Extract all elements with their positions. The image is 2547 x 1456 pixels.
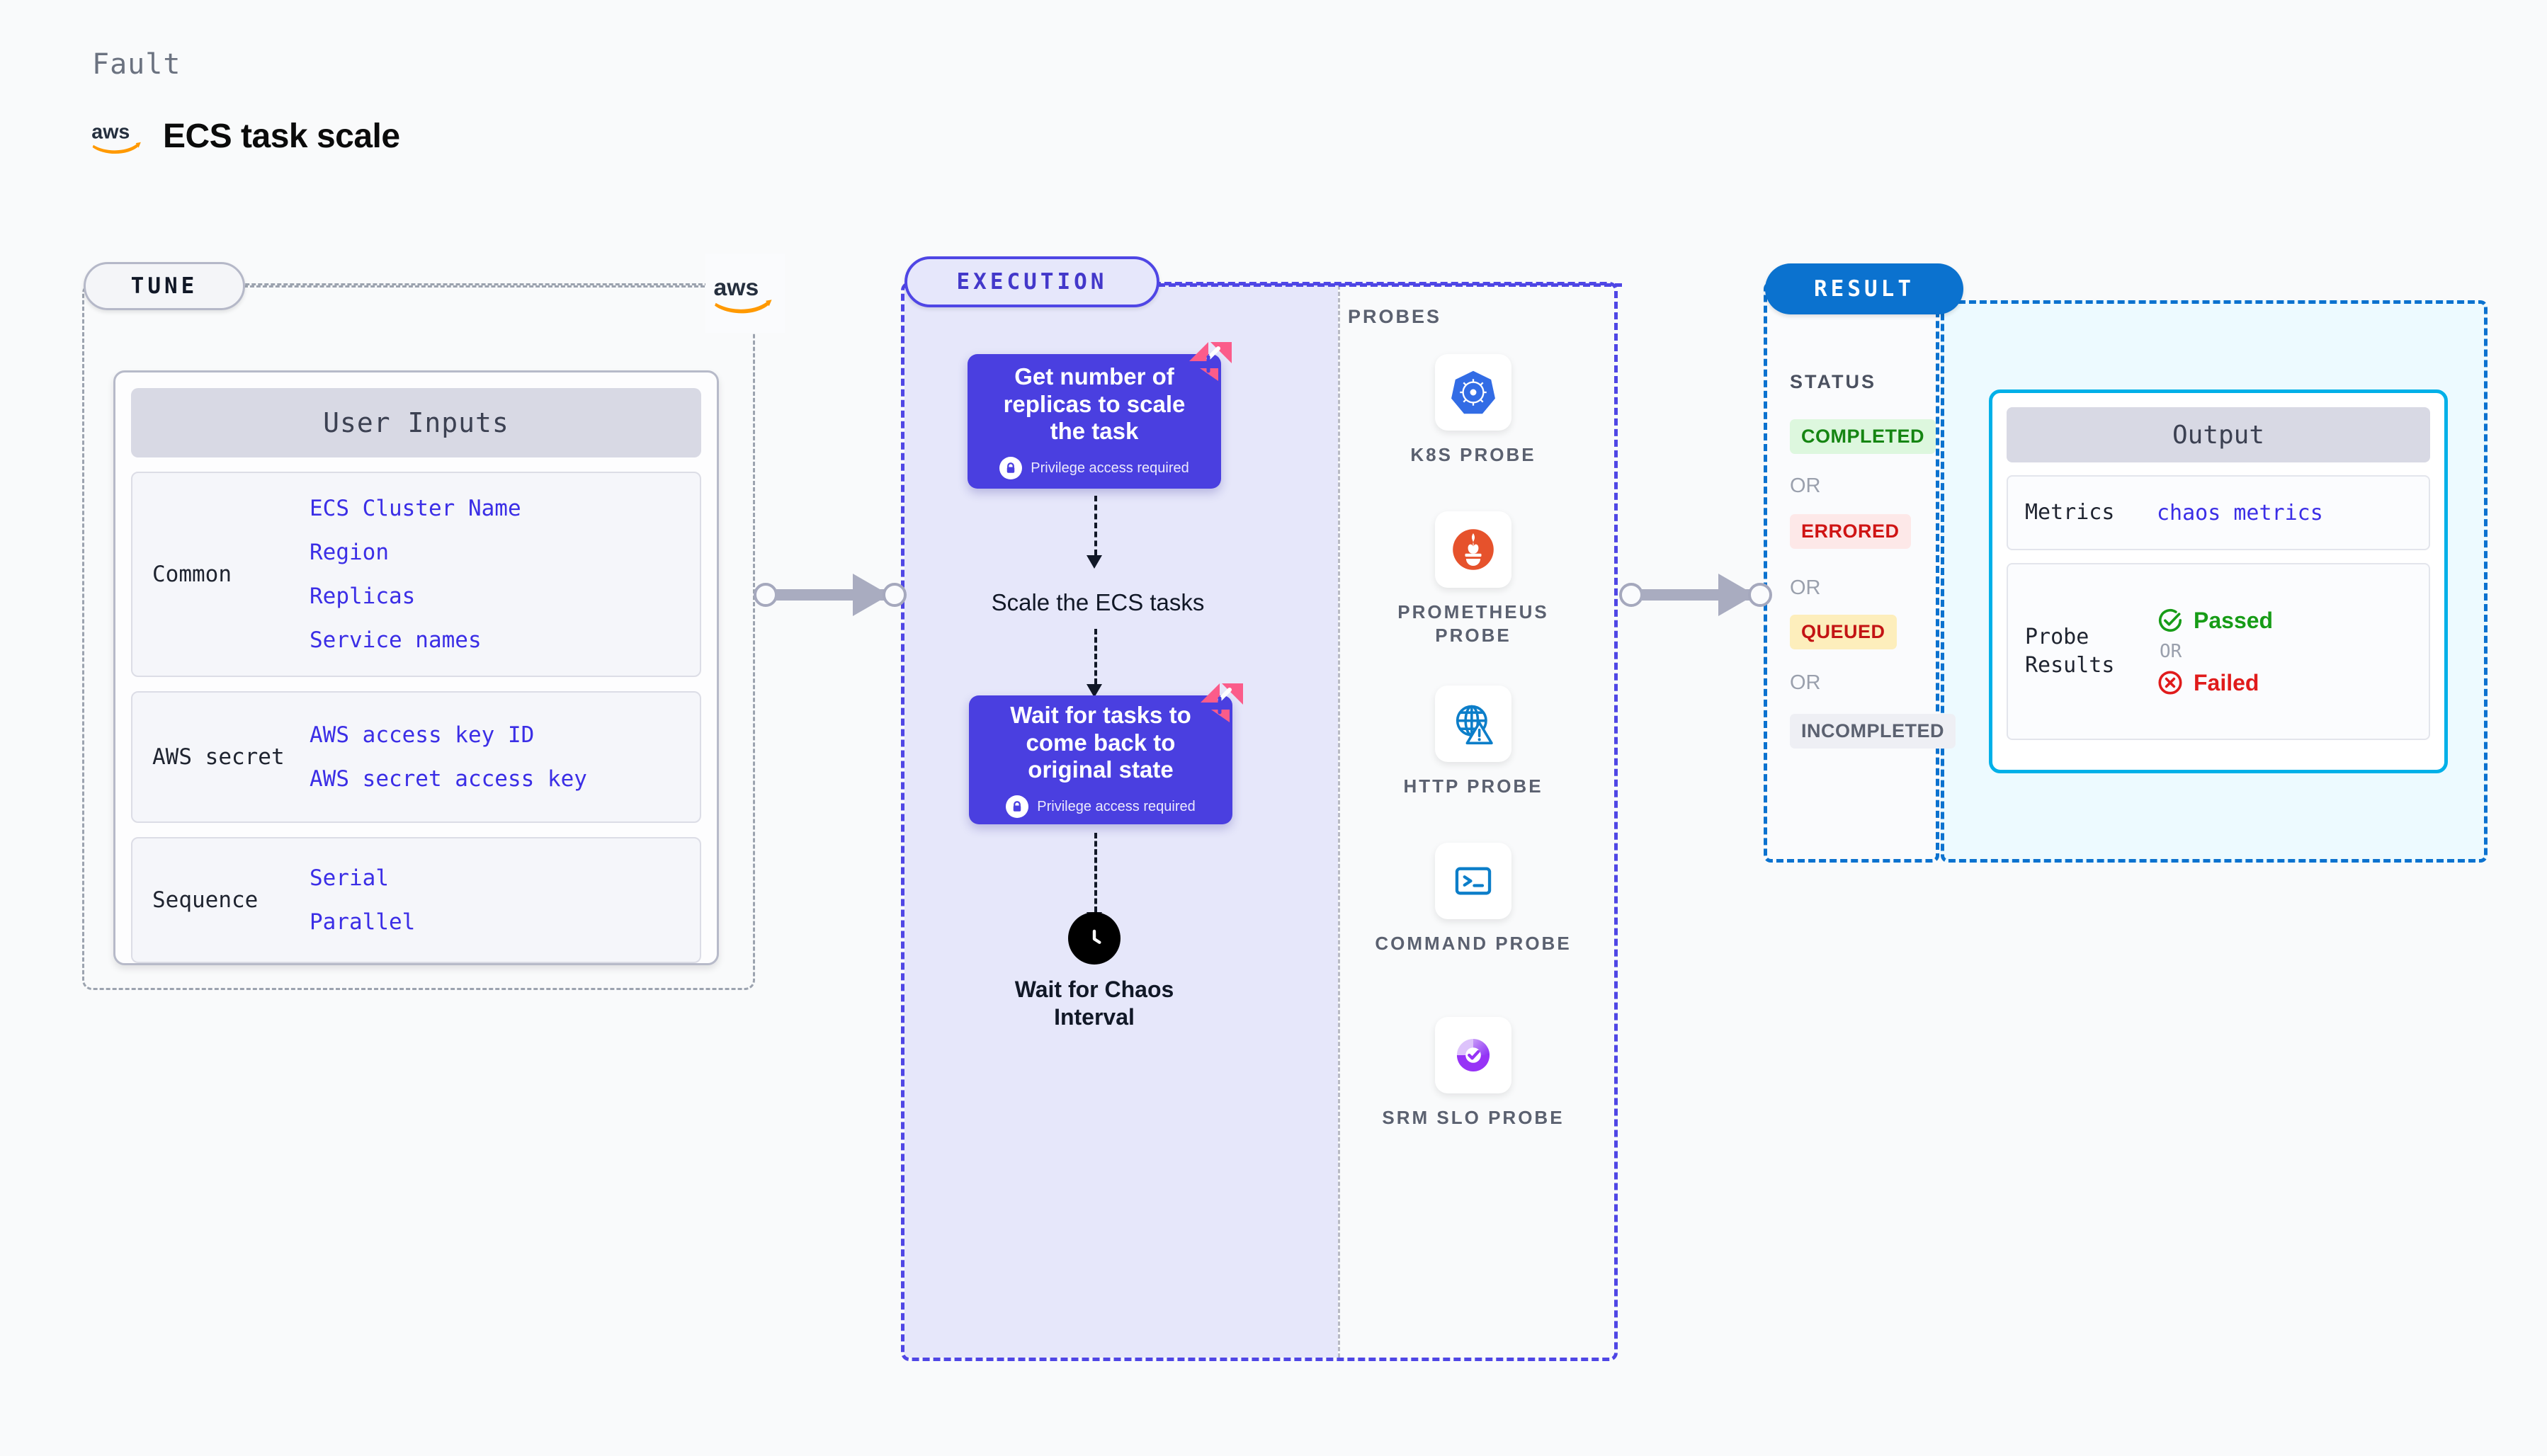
- output-title: Output: [2007, 407, 2430, 462]
- tune-group-label: Common: [152, 562, 232, 587]
- tune-value[interactable]: AWS access key ID: [310, 722, 535, 748]
- output-row-probe-results: Probe Results Passed OR Failed: [2007, 563, 2430, 740]
- status-badge-errored: ERRORED: [1790, 514, 1911, 549]
- connector-execution-to-result: [1619, 574, 1774, 616]
- probes-title: PROBES: [1348, 306, 1442, 327]
- output-row-label: Metrics: [2025, 499, 2115, 525]
- probe-result-failed-label: Failed: [2194, 669, 2259, 695]
- svg-text:aws: aws: [91, 120, 130, 143]
- execution-connector-line: [1158, 283, 1622, 287]
- lock-icon: [999, 457, 1023, 480]
- probe-label: COMMAND PROBE: [1375, 933, 1572, 954]
- tune-value[interactable]: AWS secret access key: [310, 766, 587, 792]
- page-title: ECS task scale: [163, 118, 400, 155]
- tune-group-common: Common ECS Cluster Name Region Replicas …: [131, 472, 701, 677]
- probe-label: HTTP PROBE: [1403, 775, 1543, 797]
- tune-value[interactable]: Parallel: [310, 909, 416, 935]
- probe-result-or-label: OR: [2160, 641, 2182, 662]
- metrics-value[interactable]: chaos metrics: [2157, 500, 2323, 525]
- x-circle-icon: [2158, 671, 2182, 695]
- tune-group-label: Sequence: [152, 887, 259, 913]
- aws-logo-icon: aws: [705, 254, 785, 333]
- probe-label: K8S PROBE: [1410, 444, 1536, 465]
- tune-group-label: AWS secret: [152, 744, 285, 770]
- tune-group-aws-secret: AWS secret AWS access key ID AWS secret …: [131, 691, 701, 823]
- tune-value[interactable]: Region: [310, 540, 389, 565]
- aws-logo-icon: aws: [91, 120, 141, 154]
- status-or-label: OR: [1790, 474, 1821, 497]
- tune-value[interactable]: Serial: [310, 865, 389, 891]
- tune-group-sequence: Sequence Serial Parallel: [131, 837, 701, 963]
- probe-result-passed: Passed: [2157, 607, 2273, 634]
- execution-step-title: Wait for tasks to come back to original …: [1010, 701, 1191, 783]
- connector-tune-to-execution: [754, 574, 907, 616]
- srm-slo-icon: [1435, 1017, 1511, 1093]
- privilege-text: Privilege access required: [1031, 460, 1189, 476]
- probe-result-passed-label: Passed: [2194, 607, 2274, 633]
- user-inputs-title: User Inputs: [131, 388, 701, 457]
- clock-icon: [1068, 912, 1121, 965]
- execution-step-title: Get number of replicas to scale the task: [1003, 363, 1186, 445]
- kubernetes-icon: [1435, 354, 1511, 431]
- litmus-chaos-icon: [1189, 342, 1232, 381]
- tune-panel: [82, 283, 755, 990]
- output-row-label: Probe Results: [2025, 624, 2115, 678]
- status-title: STATUS: [1790, 371, 1876, 392]
- status-badge-incompleted: INCOMPLETED: [1790, 714, 1956, 749]
- execution-stage-badge[interactable]: EXECUTION: [904, 256, 1159, 307]
- tune-value[interactable]: Replicas: [310, 584, 416, 609]
- tune-value[interactable]: Service names: [310, 627, 482, 653]
- result-stage-badge[interactable]: RESULT: [1765, 263, 1963, 314]
- output-card: Output Metrics chaos metrics Probe Resul…: [1989, 389, 2448, 773]
- probe-item-http[interactable]: HTTP PROBE: [1367, 686, 1579, 798]
- user-inputs-card: User Inputs Common ECS Cluster Name Regi…: [113, 370, 719, 965]
- privilege-note: Privilege access required: [999, 457, 1189, 480]
- tune-value[interactable]: ECS Cluster Name: [310, 496, 521, 521]
- probes-column: [1338, 285, 1614, 1358]
- status-badge-completed: COMPLETED: [1790, 419, 1936, 454]
- privilege-note: Privilege access required: [1006, 795, 1196, 819]
- probe-result-failed: Failed: [2157, 669, 2273, 696]
- svg-text:aws: aws: [714, 274, 759, 301]
- terminal-icon: [1435, 843, 1511, 919]
- prometheus-icon: [1435, 511, 1511, 588]
- execution-step-card[interactable]: Wait for tasks to come back to original …: [969, 683, 1243, 824]
- tune-stage-badge[interactable]: TUNE: [84, 262, 245, 310]
- probe-label: PROMETHEUS PROBE: [1397, 601, 1549, 647]
- probe-item-command[interactable]: COMMAND PROBE: [1367, 843, 1579, 955]
- probe-result-values: Passed OR Failed: [2157, 607, 2273, 696]
- http-globe-warning-icon: [1435, 686, 1511, 762]
- lock-icon: [1006, 795, 1029, 819]
- execution-step-label: Scale the ECS tasks: [991, 589, 1205, 615]
- page-title-row: aws ECS task scale: [91, 117, 400, 156]
- fault-kicker-label: Fault: [92, 48, 181, 81]
- probe-item-srm-slo[interactable]: SRM SLO PROBE: [1367, 1017, 1579, 1130]
- output-row-metrics: Metrics chaos metrics: [2007, 475, 2430, 550]
- privilege-text: Privilege access required: [1037, 798, 1196, 814]
- result-status-panel: [1764, 282, 1939, 863]
- status-or-label: OR: [1790, 576, 1821, 599]
- tune-connector-line: [244, 285, 711, 288]
- status-or-label: OR: [1790, 671, 1821, 694]
- tune-group-values: ECS Cluster Name Region Replicas Service…: [310, 496, 521, 653]
- status-badge-queued: QUEUED: [1790, 615, 1897, 649]
- litmus-chaos-icon: [1201, 683, 1243, 722]
- tune-group-values: AWS access key ID AWS secret access key: [310, 722, 587, 792]
- execution-step-card[interactable]: Get number of replicas to scale the task…: [968, 342, 1232, 489]
- probe-item-prometheus[interactable]: PROMETHEUS PROBE: [1367, 511, 1579, 648]
- tune-group-values: Serial Parallel: [310, 865, 415, 935]
- check-circle-icon: [2158, 608, 2182, 632]
- probe-item-k8s[interactable]: K8S PROBE: [1367, 354, 1579, 467]
- wait-chaos-interval-label: Wait for Chaos Interval: [1014, 977, 1174, 1030]
- probe-label: SRM SLO PROBE: [1382, 1107, 1565, 1128]
